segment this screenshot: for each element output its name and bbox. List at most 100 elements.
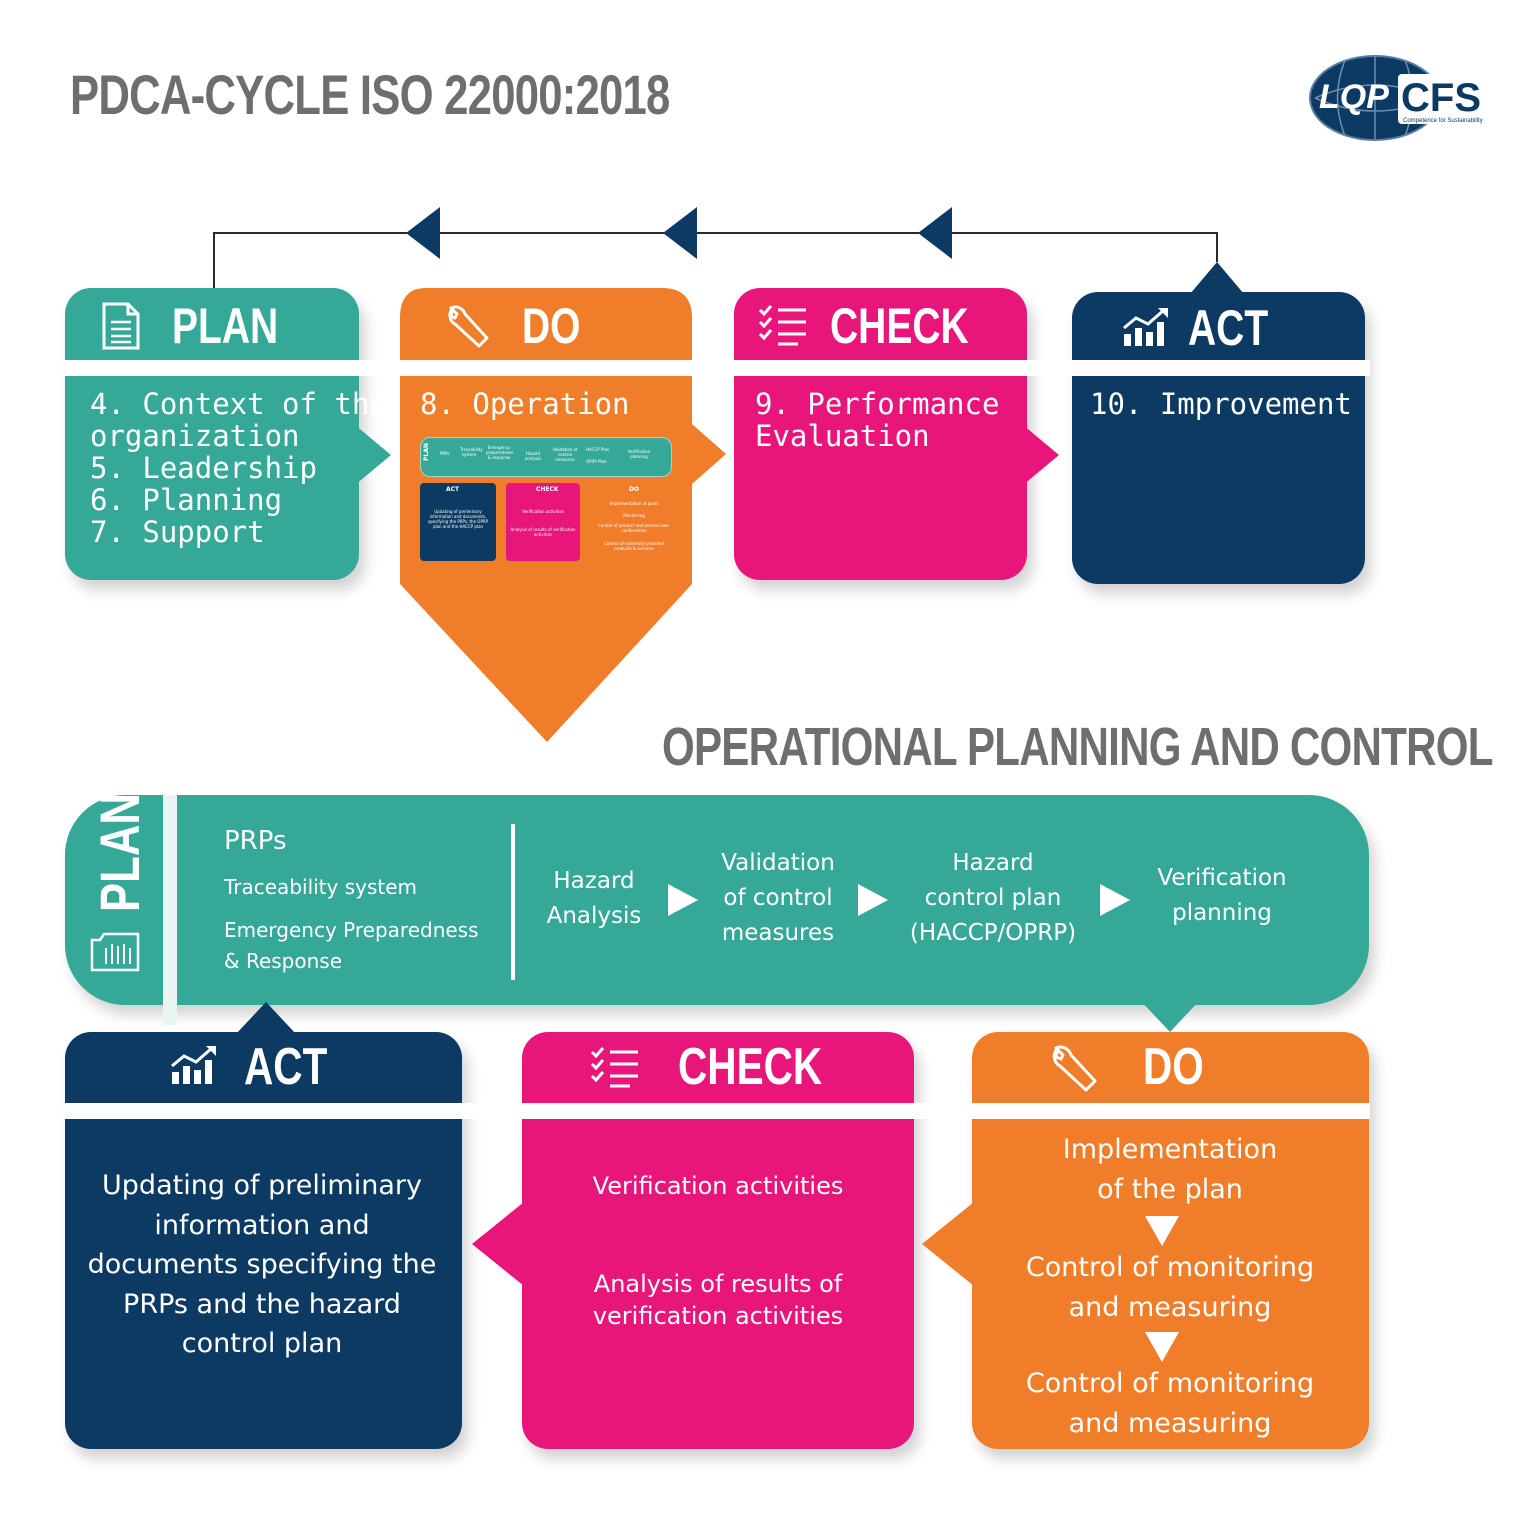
check-line: Analysis of results of: [593, 1270, 843, 1298]
mini-check-card: [506, 483, 580, 561]
mini-oprp: OPRP Plan: [586, 459, 607, 464]
mini-check-label: CHECK: [536, 486, 559, 493]
do-line: Implementation: [1062, 1134, 1278, 1165]
mini-act-label: ACT: [446, 486, 460, 493]
logo-cfs-text: CFS: [1401, 76, 1481, 120]
growth-chart-icon: [1122, 306, 1170, 348]
bottom-check-card: [522, 1032, 914, 1449]
act-line: PRPs and the hazard: [123, 1288, 401, 1320]
mini-hazard: Hazard analysis: [524, 451, 542, 461]
mini-do-text4: Control of externally provided products …: [604, 541, 664, 551]
mini-diagram: PLAN PRPs Traceability system Emergency …: [420, 437, 672, 567]
down-arrow: [1145, 1332, 1179, 1362]
page-title: PDCA-CYCLE ISO 22000:2018: [70, 63, 670, 126]
top-act-card: [1072, 292, 1365, 584]
do-step-implementation: Implementation of the plan: [980, 1130, 1360, 1209]
mini-emerg: Emergency preparedness & response: [486, 445, 514, 460]
wrench-icon: [1050, 1042, 1106, 1094]
plan-item: 5. Leadership: [90, 451, 317, 485]
company-logo: LQP CFS Competence for Sustainability: [1305, 52, 1485, 144]
mini-valid: Validation of control measures: [552, 447, 578, 462]
step-line: (HACCP/OPRP): [909, 920, 1077, 946]
mini-do-text1: Implementation of plans: [609, 501, 659, 506]
down-arrow: [1145, 1216, 1179, 1246]
plan-emergency-line1: Emergency Preparedness: [224, 918, 479, 942]
wrench-icon: [445, 302, 497, 350]
plan-item: 4. Context of the: [90, 387, 387, 421]
top-plan-items: 4. Context of the organization 5. Leader…: [90, 388, 387, 548]
mini-do-label: DO: [628, 486, 640, 493]
do-line: and measuring: [1068, 1291, 1272, 1323]
mini-check-text2: Analysis of results of verification acti…: [510, 527, 576, 537]
top-act-item: 10. Improvement: [1090, 387, 1352, 421]
plan-inner-divider: [511, 824, 515, 980]
bottom-act-label: ACT: [244, 1038, 328, 1096]
mini-verif: Verification planning: [627, 449, 651, 459]
step-line: Verification: [1157, 865, 1287, 891]
top-separator-band: [62, 360, 1370, 376]
plan-arrow-pointer: [355, 425, 391, 485]
check-item: Evaluation: [755, 419, 930, 453]
step-arrow: [858, 884, 888, 916]
step-hazard-analysis: Hazard Analysis: [534, 864, 654, 934]
do-line: Control of monitoring: [1025, 1368, 1315, 1399]
step-line: Analysis: [546, 903, 642, 929]
plan-to-do-pointer: [1140, 1000, 1200, 1032]
plan-bar: [65, 795, 1369, 1005]
act-line: control plan: [181, 1328, 343, 1359]
mini-do-text2: Monitoring: [623, 513, 645, 518]
bottom-do-label: DO: [1143, 1038, 1204, 1096]
do-to-check-pointer: [922, 1202, 974, 1286]
step-arrow: [1100, 884, 1130, 916]
do-step-control-1: Control of monitoring and measuring: [980, 1248, 1360, 1327]
check-to-act-pointer: [472, 1202, 524, 1286]
mini-prps: PRPs: [440, 451, 450, 456]
plan-item: 6. Planning: [90, 483, 283, 517]
growth-chart-icon: [170, 1044, 218, 1086]
mini-act-card: [420, 483, 496, 561]
step-line: Validation: [721, 850, 835, 876]
step-line: of control: [723, 885, 833, 911]
logo-tagline: Competence for Sustainability: [1403, 118, 1483, 124]
bottom-separator-band: [62, 1103, 1370, 1119]
check-arrow-pointer: [1023, 425, 1059, 485]
mini-haccp: HACCP Plan: [586, 447, 610, 452]
check-analysis: Analysis of results of verification acti…: [530, 1268, 906, 1332]
mini-plan-label: PLAN: [423, 443, 430, 461]
top-act-label: ACT: [1188, 300, 1269, 356]
mini-trace: Traceability system: [460, 447, 483, 457]
step-line: planning: [1172, 900, 1272, 926]
plan-item: organization: [90, 419, 300, 453]
checklist-icon: [590, 1046, 640, 1090]
plan-bar-divider: [163, 795, 177, 1025]
top-check-label: CHECK: [830, 298, 969, 354]
do-line: and measuring: [1068, 1407, 1272, 1439]
top-do-label: DO: [522, 298, 581, 354]
plan-bar-label: PLAN: [88, 793, 151, 912]
do-step-control-2: Control of monitoring and measuring: [980, 1364, 1360, 1443]
logo-lqp-text: LQP: [1319, 78, 1389, 116]
feedback-arrow-line: [213, 207, 1244, 294]
plan-prps: PRPs: [224, 826, 287, 856]
step-line: Hazard: [553, 868, 635, 894]
step-line: control plan: [924, 885, 1062, 911]
bottom-act-card: [65, 1032, 462, 1449]
step-verification-planning: Verification planning: [1142, 861, 1302, 931]
check-line: verification activities: [592, 1302, 844, 1330]
act-line: documents specifying the: [87, 1249, 437, 1280]
top-check-items: 9. Performance Evaluation: [755, 388, 999, 452]
bottom-check-label: CHECK: [678, 1038, 823, 1096]
check-item: 9. Performance: [755, 387, 1000, 421]
mini-act-text: Updating of preliminary information and …: [427, 509, 489, 529]
step-arrow: [668, 884, 698, 916]
mini-do-text3: Control of product and process non-confo…: [598, 523, 670, 533]
checklist-icon: [758, 304, 808, 348]
section-title: OPERATIONAL PLANNING AND CONTROL: [662, 717, 1493, 777]
top-do-item: 8. Operation: [420, 387, 630, 421]
do-line: of the plan: [1097, 1173, 1243, 1205]
logo-graphic: [1309, 55, 1476, 141]
step-line: Hazard: [952, 850, 1034, 876]
document-icon: [98, 302, 144, 350]
top-check-card: [734, 288, 1027, 580]
step-line: measures: [721, 920, 835, 946]
